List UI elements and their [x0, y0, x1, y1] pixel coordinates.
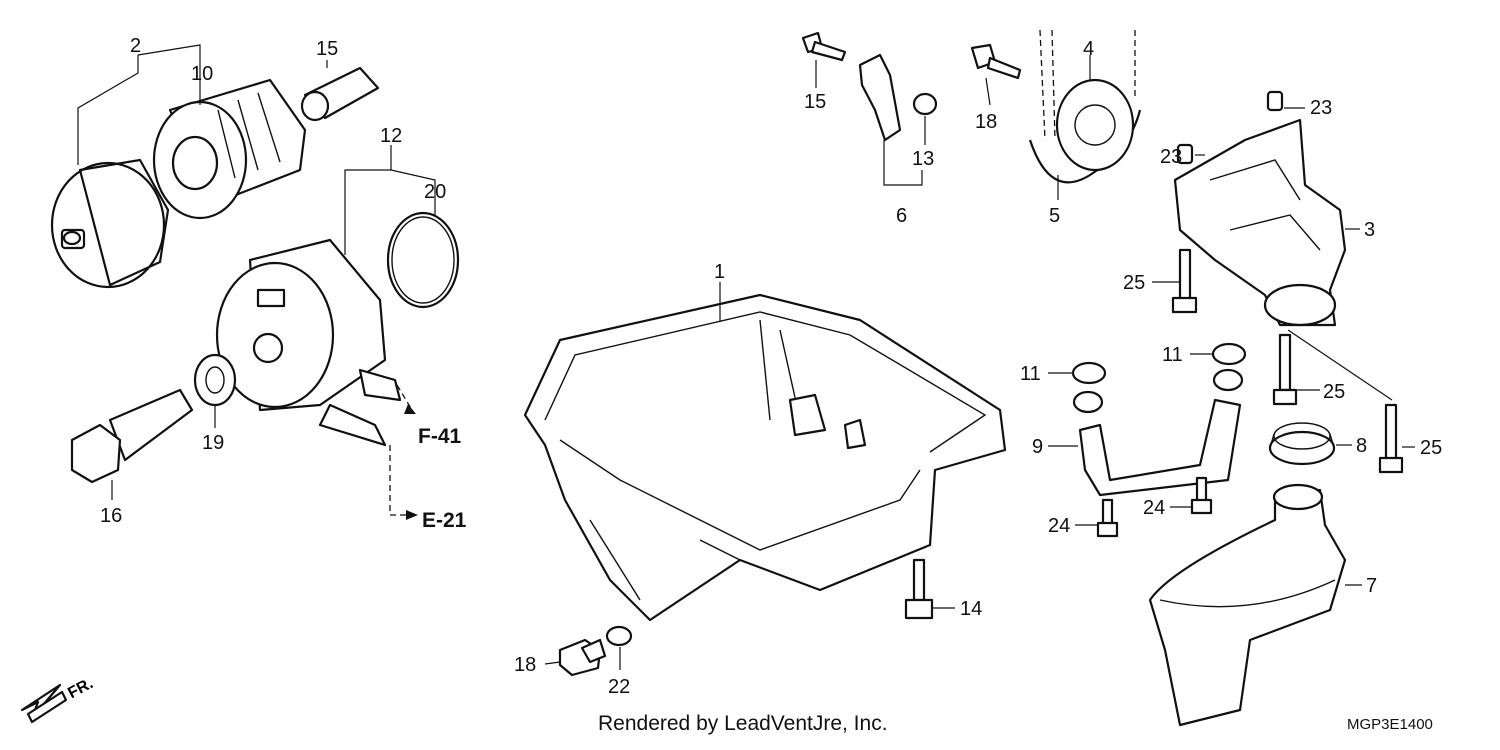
o-ring-11-right[interactable] — [1211, 342, 1247, 366]
pump-bolt-b[interactable] — [1272, 333, 1298, 406]
callout-5: 5 — [1049, 205, 1060, 227]
o-ring-11-left[interactable] — [1071, 361, 1107, 385]
pump-sprocket[interactable] — [1055, 78, 1135, 172]
collar-13[interactable] — [912, 92, 938, 116]
dowel-pin-b[interactable] — [1176, 143, 1194, 165]
oil-strainer[interactable] — [1148, 483, 1347, 727]
callout-11a: 11 — [1020, 363, 1041, 385]
callout-16: 15 — [316, 38, 338, 60]
callout-2: 2 — [130, 35, 141, 57]
oil-pan[interactable] — [523, 293, 1007, 622]
diagram-code: MGP3E1400 — [1347, 716, 1433, 733]
callout-19: 18 — [514, 654, 536, 676]
dowel-pin-a[interactable] — [1266, 90, 1284, 112]
callout-24a: 24 — [1048, 515, 1070, 537]
callout-14: 14 — [960, 598, 982, 620]
oil-filter-cap[interactable] — [50, 158, 170, 289]
front-direction-arrow — [20, 683, 68, 724]
bolt-15[interactable] — [801, 31, 847, 62]
reference-e21[interactable]: E-21 — [422, 509, 467, 532]
callout-24b: 24 — [1143, 497, 1165, 519]
sealing-washer[interactable] — [193, 353, 237, 407]
drain-washer[interactable] — [605, 625, 633, 647]
reference-f41[interactable]: F-41 — [418, 425, 462, 448]
oil-pump-bracket[interactable] — [858, 53, 902, 142]
callout-9: 9 — [1032, 436, 1043, 458]
callout-labels: 2 10 15 12 20 19 16 1 18 22 14 15 15 13 … — [100, 35, 1442, 698]
callout-4: 4 — [1083, 38, 1094, 60]
pipe-bolt-right[interactable] — [1190, 476, 1213, 515]
callout-6: 6 — [896, 205, 907, 227]
callout-12: 12 — [380, 125, 402, 147]
callout-8: 8 — [1356, 435, 1367, 457]
oil-pipe[interactable] — [1072, 368, 1244, 497]
callout-7: 7 — [1366, 575, 1377, 597]
pump-bolt-a[interactable] — [1171, 248, 1198, 314]
callout-18b: 18 — [975, 111, 997, 133]
callout-25c: 25 — [1420, 437, 1442, 459]
callout-11b: 11 — [1162, 344, 1183, 366]
leader-lines — [77, 44, 1415, 670]
pump-bolt-c[interactable] — [1378, 403, 1404, 474]
oil-pump[interactable] — [1173, 118, 1347, 327]
callout-23a: 23 — [1310, 97, 1332, 119]
oil-cooler[interactable] — [215, 238, 402, 447]
bolt-18[interactable] — [970, 43, 1022, 80]
render-credit: Rendered by LeadVentJre, Inc. — [598, 712, 888, 735]
callout-25a: 25 — [1123, 272, 1145, 294]
callout-23b: 23 — [1160, 146, 1182, 168]
callout-25b: 25 — [1323, 381, 1345, 403]
oil-seal[interactable] — [1268, 422, 1336, 466]
drain-bolt[interactable] — [558, 638, 607, 677]
callout-21: 20 — [424, 181, 446, 203]
oil-filter-element[interactable] — [152, 78, 307, 220]
callout-17: 16 — [100, 505, 122, 527]
oil-pan-bolt[interactable] — [904, 558, 934, 620]
oil-filter-stud[interactable] — [300, 66, 380, 122]
callout-20: 19 — [202, 432, 224, 454]
callout-3: 3 — [1364, 219, 1375, 241]
pipe-bolt-left[interactable] — [1096, 498, 1119, 538]
callout-15b: 15 — [804, 91, 826, 113]
cooler-bolt[interactable] — [70, 388, 194, 484]
o-ring[interactable] — [386, 211, 460, 309]
callout-13: 13 — [912, 148, 934, 170]
reference-arrows — [404, 404, 418, 520]
callout-10: 10 — [191, 63, 213, 85]
callout-22: 22 — [608, 676, 630, 698]
callout-1: 1 — [714, 261, 725, 283]
